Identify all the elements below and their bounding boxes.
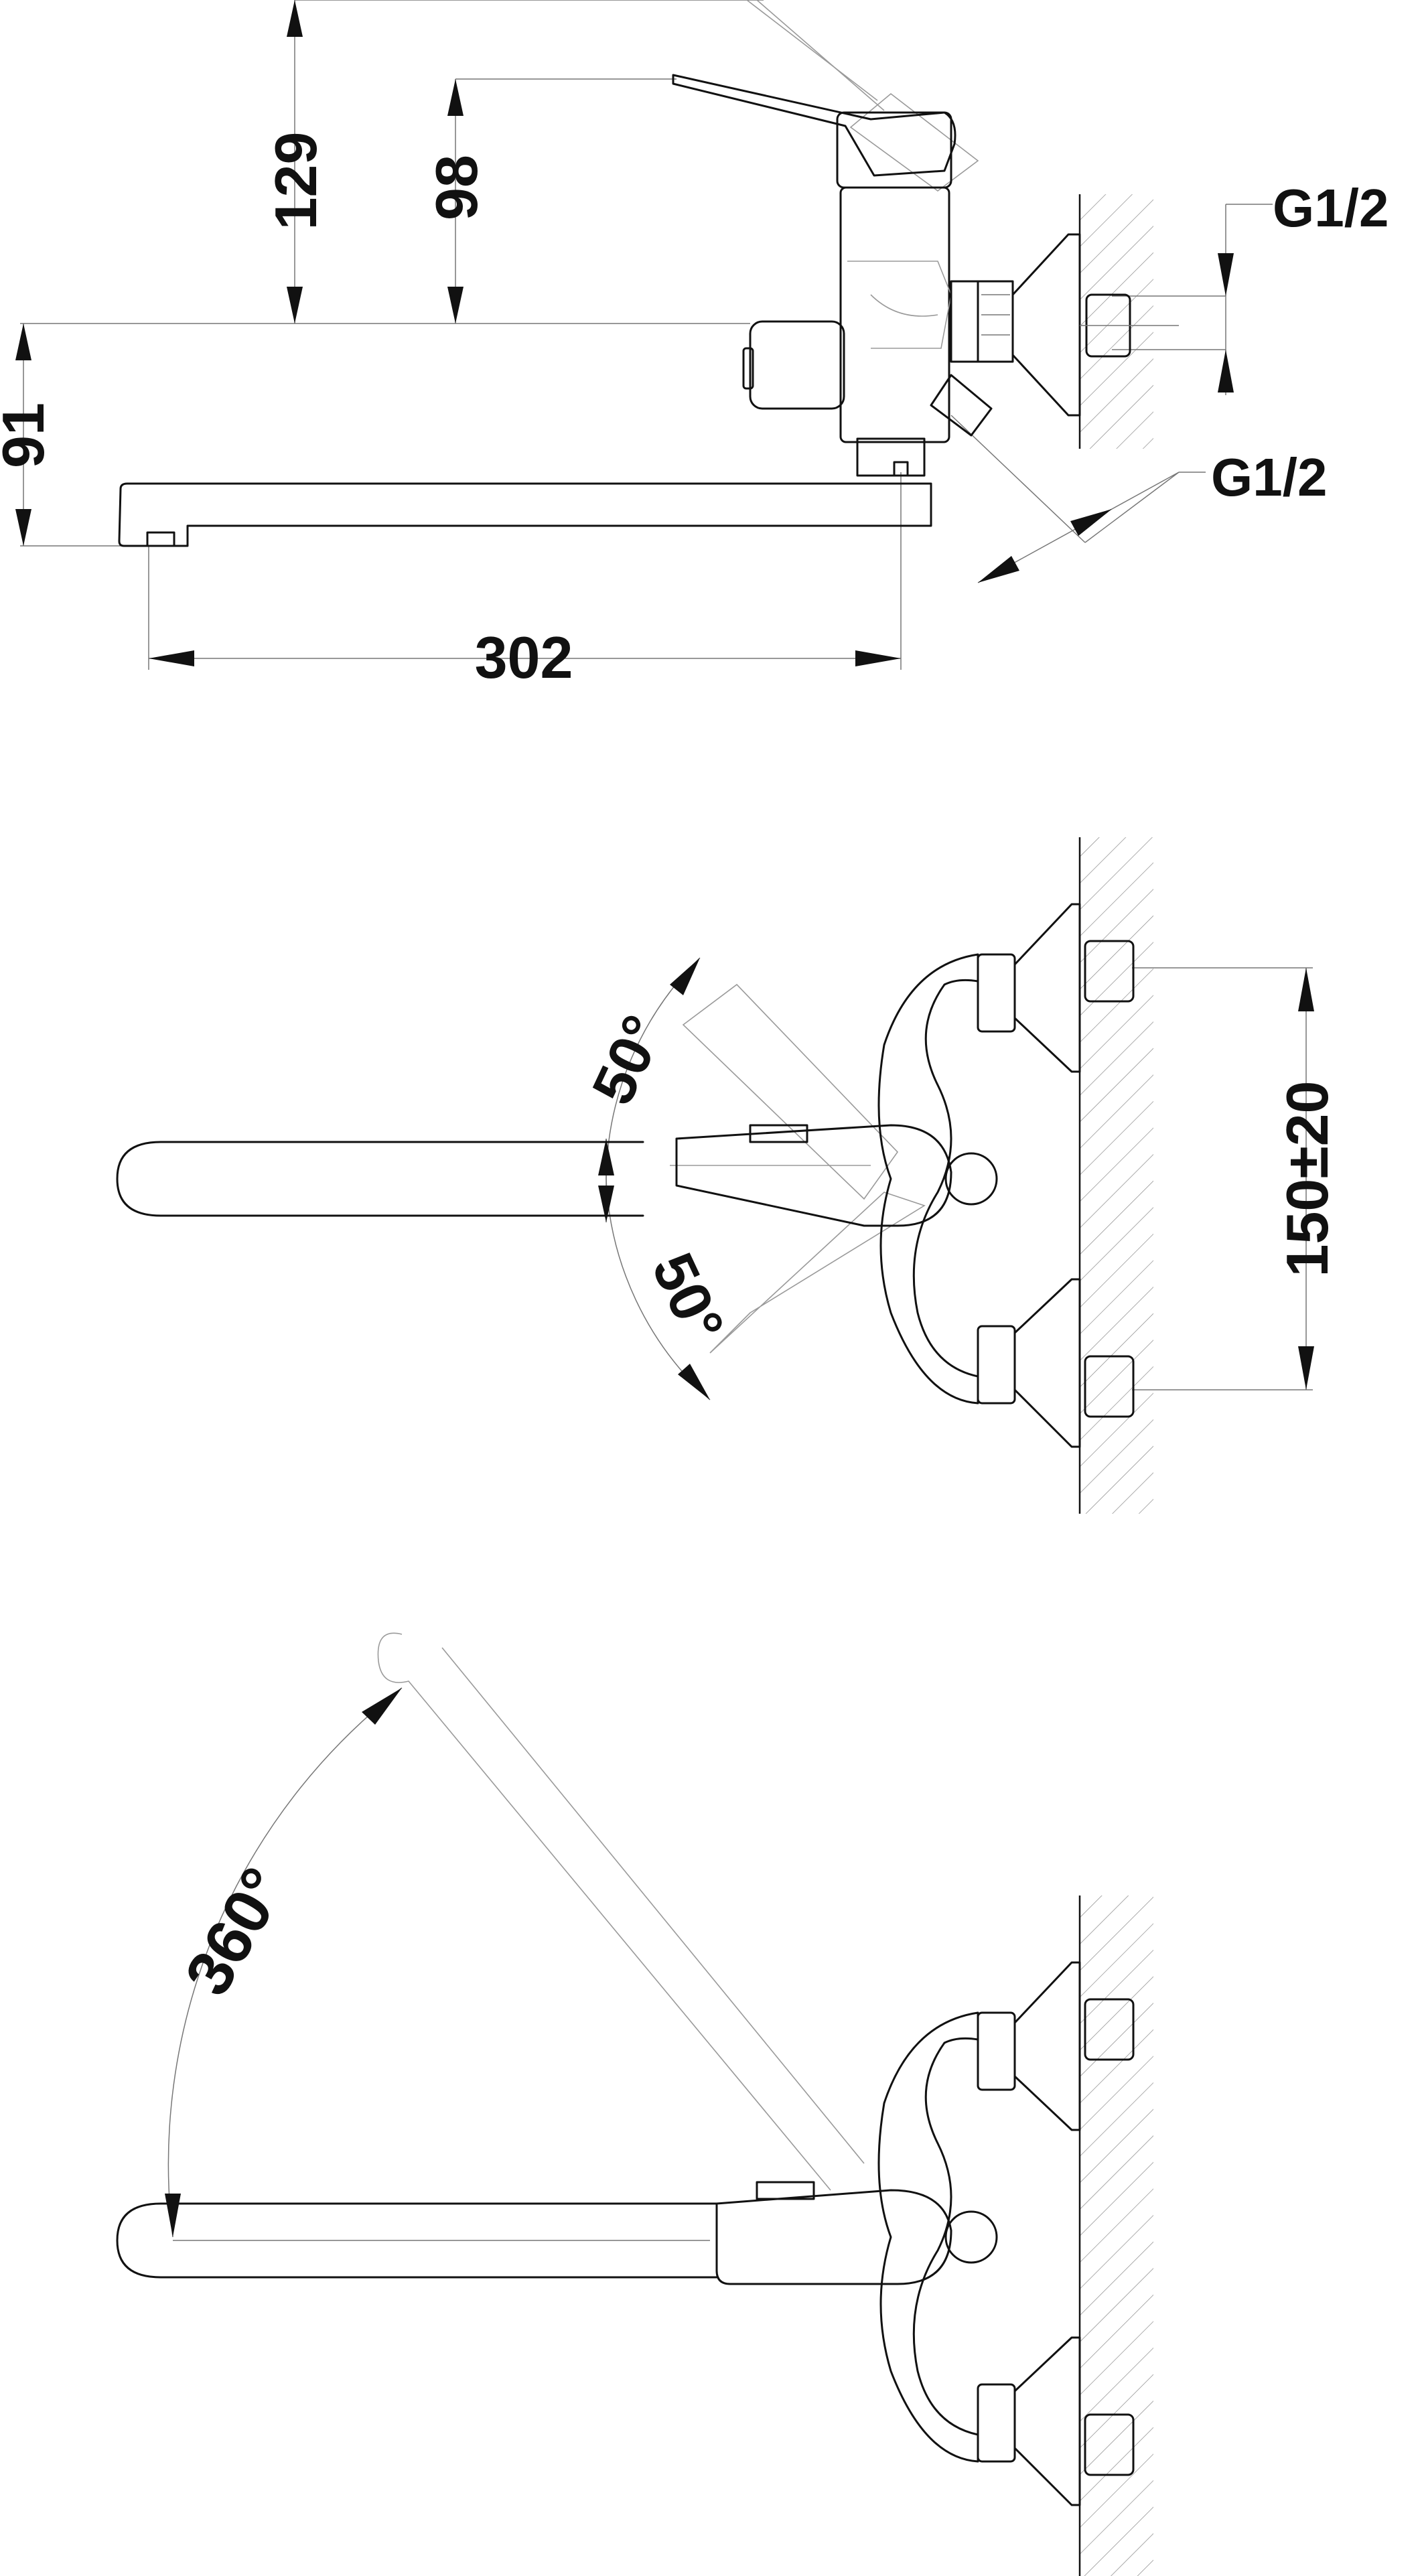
thread-top: G1/2 <box>1218 178 1389 395</box>
front-wall <box>1078 837 1153 1514</box>
dim-91-label: 91 <box>0 403 56 468</box>
ghost-levers-front <box>670 983 926 1354</box>
spout-top <box>116 2202 718 2279</box>
mixer-body-side <box>742 186 1014 477</box>
dim-98: 98 <box>423 79 490 324</box>
thread-bottom-label: G1/2 <box>1211 447 1327 507</box>
top-view: 360° <box>116 1632 1153 2576</box>
thread-bottom: G1/2 <box>950 415 1327 583</box>
mixer-body-front <box>877 903 1135 1448</box>
ghost-lever-side <box>746 0 979 192</box>
dim-129: 129 <box>263 0 329 324</box>
dim-302-label: 302 <box>475 624 573 691</box>
thread-top-label: G1/2 <box>1273 178 1389 238</box>
spout-side <box>118 482 932 547</box>
rotation-label: 360° <box>171 1856 300 2007</box>
dim-91: 91 <box>0 324 56 546</box>
side-wall <box>1078 194 1153 449</box>
ghost-spout-top <box>377 1632 865 2191</box>
angle-dimension: 50° 50° <box>579 957 737 1401</box>
side-view: 129 98 91 302 G1/2 <box>0 0 1389 691</box>
dim-98-label: 98 <box>423 155 490 220</box>
angle-up-label: 50° <box>579 1005 677 1114</box>
dim-129-label: 129 <box>263 132 329 230</box>
lever-top <box>715 2181 952 2285</box>
spout-front <box>116 1141 644 1217</box>
flange-side <box>1011 233 1179 417</box>
rotation-dimension: 360° <box>165 1687 403 2238</box>
dim-150: 150±20 <box>1132 967 1340 1390</box>
mixer-body-top <box>877 1961 1135 2506</box>
dim-150-label: 150±20 <box>1274 1080 1340 1277</box>
dim-302: 302 <box>149 624 901 691</box>
lever-side <box>672 74 956 189</box>
lever-front <box>675 1124 952 1227</box>
angle-down-label: 50° <box>640 1243 737 1352</box>
front-view: 150±20 50° 50° <box>116 837 1340 1514</box>
